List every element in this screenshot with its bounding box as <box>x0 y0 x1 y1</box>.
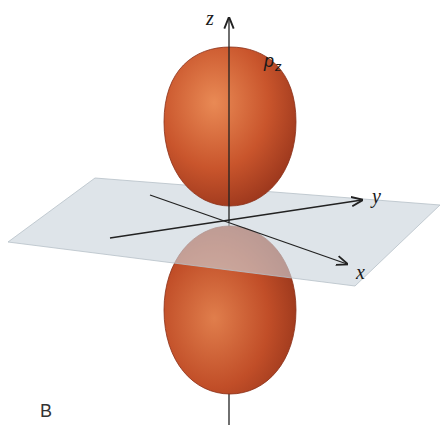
z-axis-upper <box>228 18 229 222</box>
axis-label: z <box>206 8 214 28</box>
axis-label: x <box>356 262 365 282</box>
panel-letter: B <box>40 402 52 420</box>
axis-label: y <box>372 186 381 206</box>
orbital-label: p <box>264 52 274 70</box>
upper-lobe <box>164 47 296 206</box>
orbital-subscript: z <box>275 60 282 73</box>
x-axis <box>150 195 347 264</box>
